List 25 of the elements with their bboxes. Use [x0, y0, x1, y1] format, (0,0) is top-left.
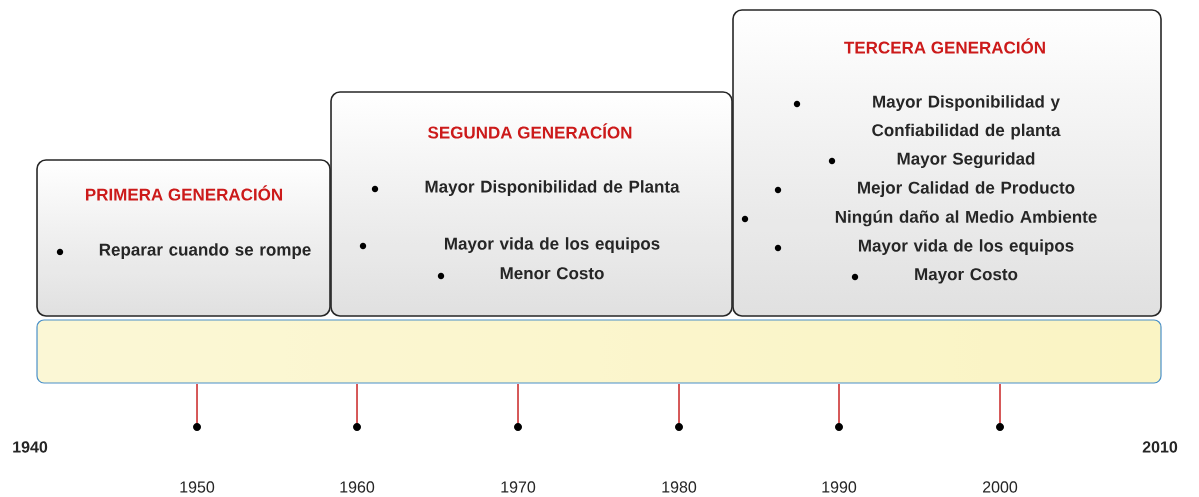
bullet-item: Menor Costo	[437, 267, 604, 280]
heading: TERCERA GENERACIÓN	[844, 38, 1045, 54]
bullet-item: Reparar cuando se rompe	[56, 243, 311, 260]
bullet-item: Ningún daño al Medio Ambiente	[741, 210, 1097, 227]
year-label: 2000	[983, 481, 1018, 493]
year-label: 1940	[13, 441, 48, 453]
heading: PRIMERA GENERACIÓN	[86, 185, 282, 201]
heading: SEGUNDA GENERACÍON	[428, 123, 632, 139]
bullet-item: Mayor Disponibilidad de Planta	[371, 180, 680, 197]
bullet-item: Mayor vida de los equipos	[774, 239, 1074, 256]
bullet-item: Mejor Calidad de Producto	[774, 181, 1075, 198]
timeline-band	[36, 319, 1162, 384]
year-label: 1990	[822, 481, 857, 493]
year-label: 2010	[1142, 441, 1178, 453]
bullet-item: Mayor vida de los equipos	[359, 237, 660, 254]
year-label: 1970	[501, 481, 536, 493]
year-label: 1960	[340, 481, 375, 493]
generation-box	[330, 91, 733, 317]
bullet-item: Mayor Costo	[851, 268, 1018, 284]
generation-box	[36, 159, 331, 317]
year-label: 1950	[180, 481, 215, 493]
year-label: 1980	[662, 481, 697, 493]
bullet-item: Mayor Disponibilidad y Confiabilidad de planta	[793, 95, 1061, 140]
generation-box	[732, 9, 1162, 317]
bullet-item: Mayor Seguridad	[828, 152, 1035, 169]
